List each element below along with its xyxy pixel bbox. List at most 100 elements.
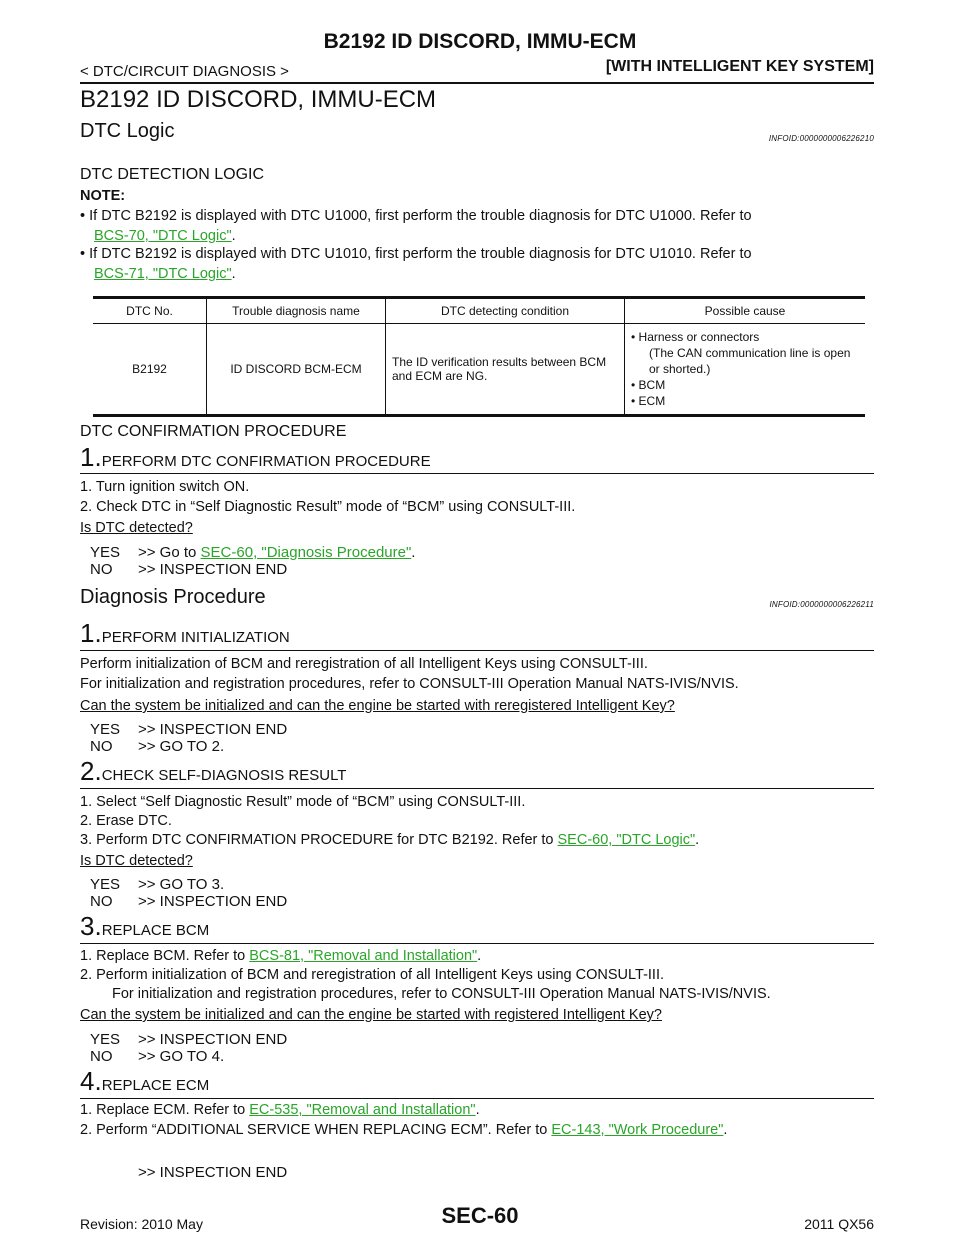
bullet: • [80,246,90,262]
answer-no: NO >> INSPECTION END [90,893,287,911]
step-divider [80,473,874,474]
answer-yes: YES >> GO TO 3. [90,876,224,894]
dtc-table: DTC No. Trouble diagnosis name DTC detec… [93,296,865,417]
col-condition: DTC detecting condition [385,296,625,324]
step-title: REPLACE BCM [101,922,210,939]
model: 2011 QX56 [804,1216,874,1232]
step-line: 1. Select “Self Diagnostic Result” mode … [80,794,526,810]
yes-label: YES [90,1031,121,1048]
step-number: 1. [80,442,102,472]
step-text: 3. Perform DTC CONFIRMATION PROCEDURE fo… [80,832,554,848]
diag-step-1: 1.PERFORM INITIALIZATION [80,618,290,649]
step-line: 2. Erase DTC. [80,813,172,829]
answer-text: >> INSPECTION END [138,893,288,910]
final-answer: >> INSPECTION END [138,1164,288,1181]
section-title: B2192 ID DISCORD, IMMU-ECM [80,86,437,113]
answer-text: >> GO TO 3. [138,876,225,893]
dtc-confirmation-heading: DTC CONFIRMATION PROCEDURE [80,423,347,440]
info-id: INFOID:0000000006226211 [769,600,874,609]
step-number: 3. [80,911,102,941]
cause-1: Harness or connectors [638,330,760,344]
diagnosis-procedure-heading: Diagnosis Procedure [80,586,266,608]
step-line: 1. Replace BCM. Refer to BCS-81, "Remova… [80,948,482,964]
step-text: 1. Replace ECM. Refer to [80,1102,246,1118]
note2-text: If DTC B2192 is displayed with DTC U1010… [89,246,752,262]
answer-yes: YES >> Go to SEC-60, "Diagnosis Procedure… [90,544,416,561]
step-number: 1. [80,618,102,648]
yes-label: YES [90,544,121,561]
step-divider [80,1098,874,1099]
answer-no: NO>> GO TO 4. [90,1048,224,1066]
work-procedure-link[interactable]: EC-143, "Work Procedure" [551,1122,724,1138]
answer-yes: YES >> INSPECTION END [90,1031,287,1049]
yes-label: YES [90,876,121,893]
step-divider [80,650,874,651]
no-label: NO [90,738,113,755]
step-line: For initialization and registration proc… [80,676,739,692]
yes-label: YES [90,721,121,738]
question: Is DTC detected? [80,520,193,536]
step-title: CHECK SELF-DIAGNOSIS RESULT [101,767,347,784]
header-divider [80,82,874,84]
step-title: REPLACE ECM [101,1077,210,1094]
question: Is DTC detected? [80,853,193,869]
cause-1-detail: (The CAN communication line is open or s… [649,346,851,376]
answer-text: >> INSPECTION END [138,561,288,578]
cause-3: ECM [638,394,666,408]
cell-name: ID DISCORD BCM-ECM [206,323,386,417]
diag-step-3: 3.REPLACE BCM [80,911,209,942]
step-line: 1. Replace ECM. Refer to EC-535, "Remova… [80,1102,480,1118]
step-line: 2. Perform initialization of BCM and rer… [80,967,665,983]
answer-text: >> INSPECTION END [138,1031,288,1048]
step-title: PERFORM DTC CONFIRMATION PROCEDURE [101,453,431,470]
note-label: NOTE: [80,188,126,204]
cell-dtc-no: B2192 [93,323,207,417]
step-divider [80,943,874,944]
step-line: 2. Check DTC in “Self Diagnostic Result”… [80,499,576,515]
table-header-row: DTC No. Trouble diagnosis name DTC detec… [93,296,865,324]
dtc-logic-link[interactable]: SEC-60, "DTC Logic" [557,832,696,848]
step-text: 2. Perform “ADDITIONAL SERVICE WHEN REPL… [80,1122,548,1138]
system-label: [WITH INTELLIGENT KEY SYSTEM] [605,58,874,75]
bcm-removal-link[interactable]: BCS-81, "Removal and Installation" [249,948,478,964]
breadcrumb: < DTC/CIRCUIT DIAGNOSIS > [80,63,289,80]
step-line: 3. Perform DTC CONFIRMATION PROCEDURE fo… [80,832,700,848]
ecm-removal-link[interactable]: EC-535, "Removal and Installation" [249,1102,476,1118]
bullet: • [80,208,90,224]
answer-text: >> GO TO 2. [138,738,225,755]
dtc-logic-heading: DTC Logic [80,120,175,142]
col-dtc-no: DTC No. [93,296,207,324]
step-line: 1. Turn ignition switch ON. [80,479,250,495]
cause-2: BCM [638,378,666,392]
step-line: 2. Perform “ADDITIONAL SERVICE WHEN REPL… [80,1122,728,1138]
note1-link[interactable]: BCS-70, "DTC Logic" [94,228,232,244]
step-number: 4. [80,1066,102,1096]
page-header-title: B2192 ID DISCORD, IMMU-ECM [323,30,637,53]
question: Can the system be initialized and can th… [80,1007,662,1023]
info-id: INFOID:0000000006226210 [768,134,874,143]
diagnosis-procedure-link[interactable]: SEC-60, "Diagnosis Procedure" [200,544,412,561]
no-label: NO [90,1048,113,1065]
step-text: 1. Replace BCM. Refer to [80,948,246,964]
revision: Revision: 2010 May [80,1216,203,1232]
step-title: PERFORM INITIALIZATION [101,629,290,646]
note-item-1: • If DTC B2192 is displayed with DTC U10… [80,208,752,244]
cell-condition: The ID verification results between BCM … [385,323,625,417]
step-line: For initialization and registration proc… [112,986,771,1002]
answer-no: NO >> INSPECTION END [90,561,287,579]
dtc-detection-heading: DTC DETECTION LOGIC [80,166,265,183]
no-label: NO [90,893,113,910]
step-number: 2. [80,756,102,786]
answer-text: >> Go to [138,544,197,561]
step-line: Perform initialization of BCM and reregi… [80,656,648,672]
note-item-2: • If DTC B2192 is displayed with DTC U10… [80,246,752,282]
page-number: SEC-60 [441,1203,519,1228]
answer-no: NO >> GO TO 2. [90,738,224,756]
note2-link[interactable]: BCS-71, "DTC Logic" [94,266,232,282]
col-cause: Possible cause [624,296,865,324]
answer-text: >> INSPECTION END [138,721,288,738]
note1-text: If DTC B2192 is displayed with DTC U1000… [89,208,752,224]
diag-step-4: 4.REPLACE ECM [80,1066,209,1097]
question: Can the system be initialized and can th… [80,698,675,714]
no-label: NO [90,561,113,578]
